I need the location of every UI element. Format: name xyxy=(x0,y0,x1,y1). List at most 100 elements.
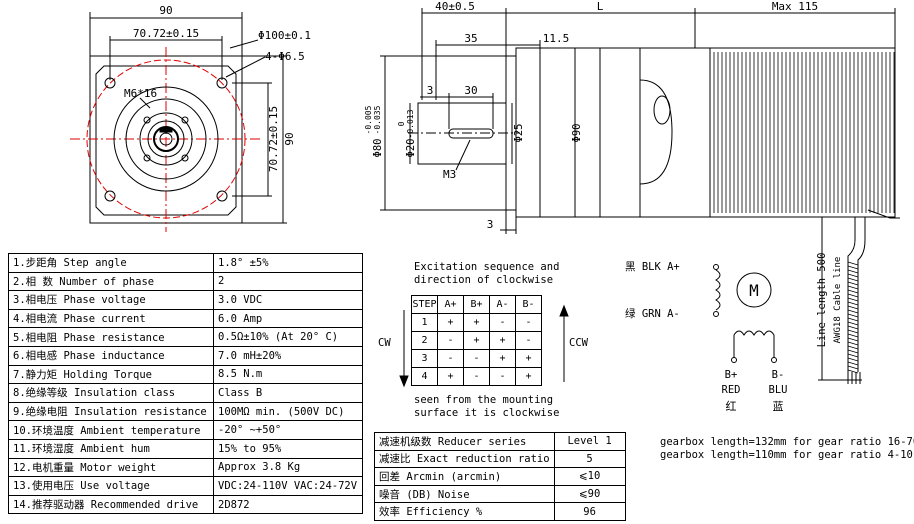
key-width-tol-lower: -0.013 xyxy=(406,109,415,138)
excitation-cell: - xyxy=(437,331,464,350)
spec-value: 1.8° ±5% xyxy=(213,253,363,273)
excitation-note-line1: seen from the mounting xyxy=(414,394,554,406)
a-minus-terminal xyxy=(713,311,719,317)
direction-arrows xyxy=(399,304,569,388)
cable-hatch-line xyxy=(847,325,859,330)
spec-label: 6.相电感 Phase inductance xyxy=(8,345,214,366)
front-side-square: 90 xyxy=(283,132,296,145)
front-height-dim: 70.72±0.15 xyxy=(267,106,280,172)
spec-value: 0.5Ω±10% (At 20° C) xyxy=(213,327,363,347)
cable xyxy=(847,217,856,372)
front-width-dim: 70.72±0.15 xyxy=(133,27,199,40)
spec-label: 3.相电压 Phase voltage xyxy=(8,290,214,310)
reducer-label: 噪音 (DB) Noise xyxy=(374,484,555,504)
cable-hatch-line xyxy=(847,305,859,310)
cable-hatch-line xyxy=(847,289,859,294)
holes-dim: 4-Φ6.5 xyxy=(265,50,305,63)
ccw-label: CCW xyxy=(569,337,589,349)
coil-b xyxy=(733,330,775,336)
spec-label: 9.绝缘电阻 Insulation resistance xyxy=(8,401,214,422)
cable-hatch-line xyxy=(847,329,859,334)
key-width-main: Φ20 xyxy=(405,139,417,158)
excitation-row: 2 - + + - xyxy=(411,331,542,350)
spec-label: 11.环境湿度 Ambient hum xyxy=(8,438,214,459)
excitation-cell: 4 xyxy=(411,367,438,386)
cable-hatch xyxy=(847,261,859,374)
cable-gauge: AWG18 Cable line xyxy=(833,257,843,344)
key-width-tol-upper: 0 xyxy=(397,121,406,126)
reducer-value: Level 1 xyxy=(553,432,626,451)
cable-hatch-line xyxy=(847,345,859,350)
gearbox-note: gearbox length=132mm for gear ratio 16-7… xyxy=(660,436,914,448)
motor-symbol xyxy=(736,272,772,308)
pilot-dia-tol-upper: -0.005 xyxy=(364,105,373,134)
reducer-row: 效率 Efficiency %96 xyxy=(374,502,626,521)
cable-hatch-line xyxy=(847,261,859,266)
reducer-value: ⩽90 xyxy=(553,484,626,504)
spec-value: Class B xyxy=(213,383,363,403)
excitation-cell: + xyxy=(515,367,542,386)
reducer-value: 5 xyxy=(553,449,626,469)
pilot-dia-main: Φ80 xyxy=(372,139,384,158)
reducer-value: ⩽10 xyxy=(553,467,626,486)
bottom-gap-dim: 3 xyxy=(487,218,494,231)
b-plus-terminal xyxy=(731,357,737,363)
spec-label: 2.相 数 Number of phase xyxy=(8,271,214,292)
excitation-row: 1 + + - - xyxy=(411,313,542,332)
thick-dim: 11.5 xyxy=(543,32,570,45)
spec-value: -20° ~+50° xyxy=(213,420,363,440)
excitation-header: B+ xyxy=(463,295,490,314)
cable-hatch-line xyxy=(847,301,859,306)
excitation-cell: + xyxy=(489,331,516,350)
cable-hatch-line xyxy=(847,353,859,358)
b-plus-label: B+ xyxy=(725,369,738,381)
reducer-value: 96 xyxy=(553,502,626,521)
excitation-cell: + xyxy=(489,349,516,368)
reducer-label: 减速机级数 Reducer series xyxy=(374,432,555,451)
reducer-label: 减速比 Exact reduction ratio xyxy=(374,449,555,469)
motor-body xyxy=(599,47,711,218)
cable-hatch-line xyxy=(847,313,859,318)
cable-hatch-line xyxy=(847,337,859,342)
spec-value: 2 xyxy=(213,271,363,292)
excitation-title: Excitation sequence and direction of clo… xyxy=(414,261,559,287)
cable-hatch-line xyxy=(847,357,859,362)
excitation-cell: 3 xyxy=(411,349,438,368)
excitation-cell: + xyxy=(463,313,490,332)
excitation-header: STEP xyxy=(411,295,438,314)
key-len-dim: 30 xyxy=(464,84,477,97)
spec-label: 4.相电流 Phase current xyxy=(8,308,214,329)
front-view xyxy=(70,12,287,232)
spec-value: VDC:24-110V VAC:24-72V xyxy=(213,476,363,496)
cw-label: CW xyxy=(378,337,391,349)
excitation-cell: - xyxy=(515,313,542,332)
pilot-dia-tol-lower: -0.035 xyxy=(373,105,382,134)
cable-hatch-line xyxy=(847,269,859,274)
thread-dim: M6*16 xyxy=(124,87,157,100)
spec-value: 3.0 VDC xyxy=(213,290,363,310)
gearbox-notes: gearbox length=132mm for gear ratio 16-7… xyxy=(660,436,914,462)
front-square-label: 90 xyxy=(159,4,172,17)
cable-hatch-line xyxy=(847,341,859,346)
shaft-len-dim: 35 xyxy=(464,32,477,45)
cable-hatch-line xyxy=(847,285,859,290)
excitation-table: STEP A+ B+ A- B- 1 + + - - 2 - + + - 3 -… xyxy=(411,295,542,386)
gearbox-body xyxy=(539,47,601,218)
b-minus-label: B- xyxy=(772,369,785,381)
cable-hatch-line xyxy=(847,293,859,298)
cable-hatch-line xyxy=(847,297,859,302)
reducer-label: 效率 Efficiency % xyxy=(374,502,555,521)
excitation-cell: 2 xyxy=(411,331,438,350)
